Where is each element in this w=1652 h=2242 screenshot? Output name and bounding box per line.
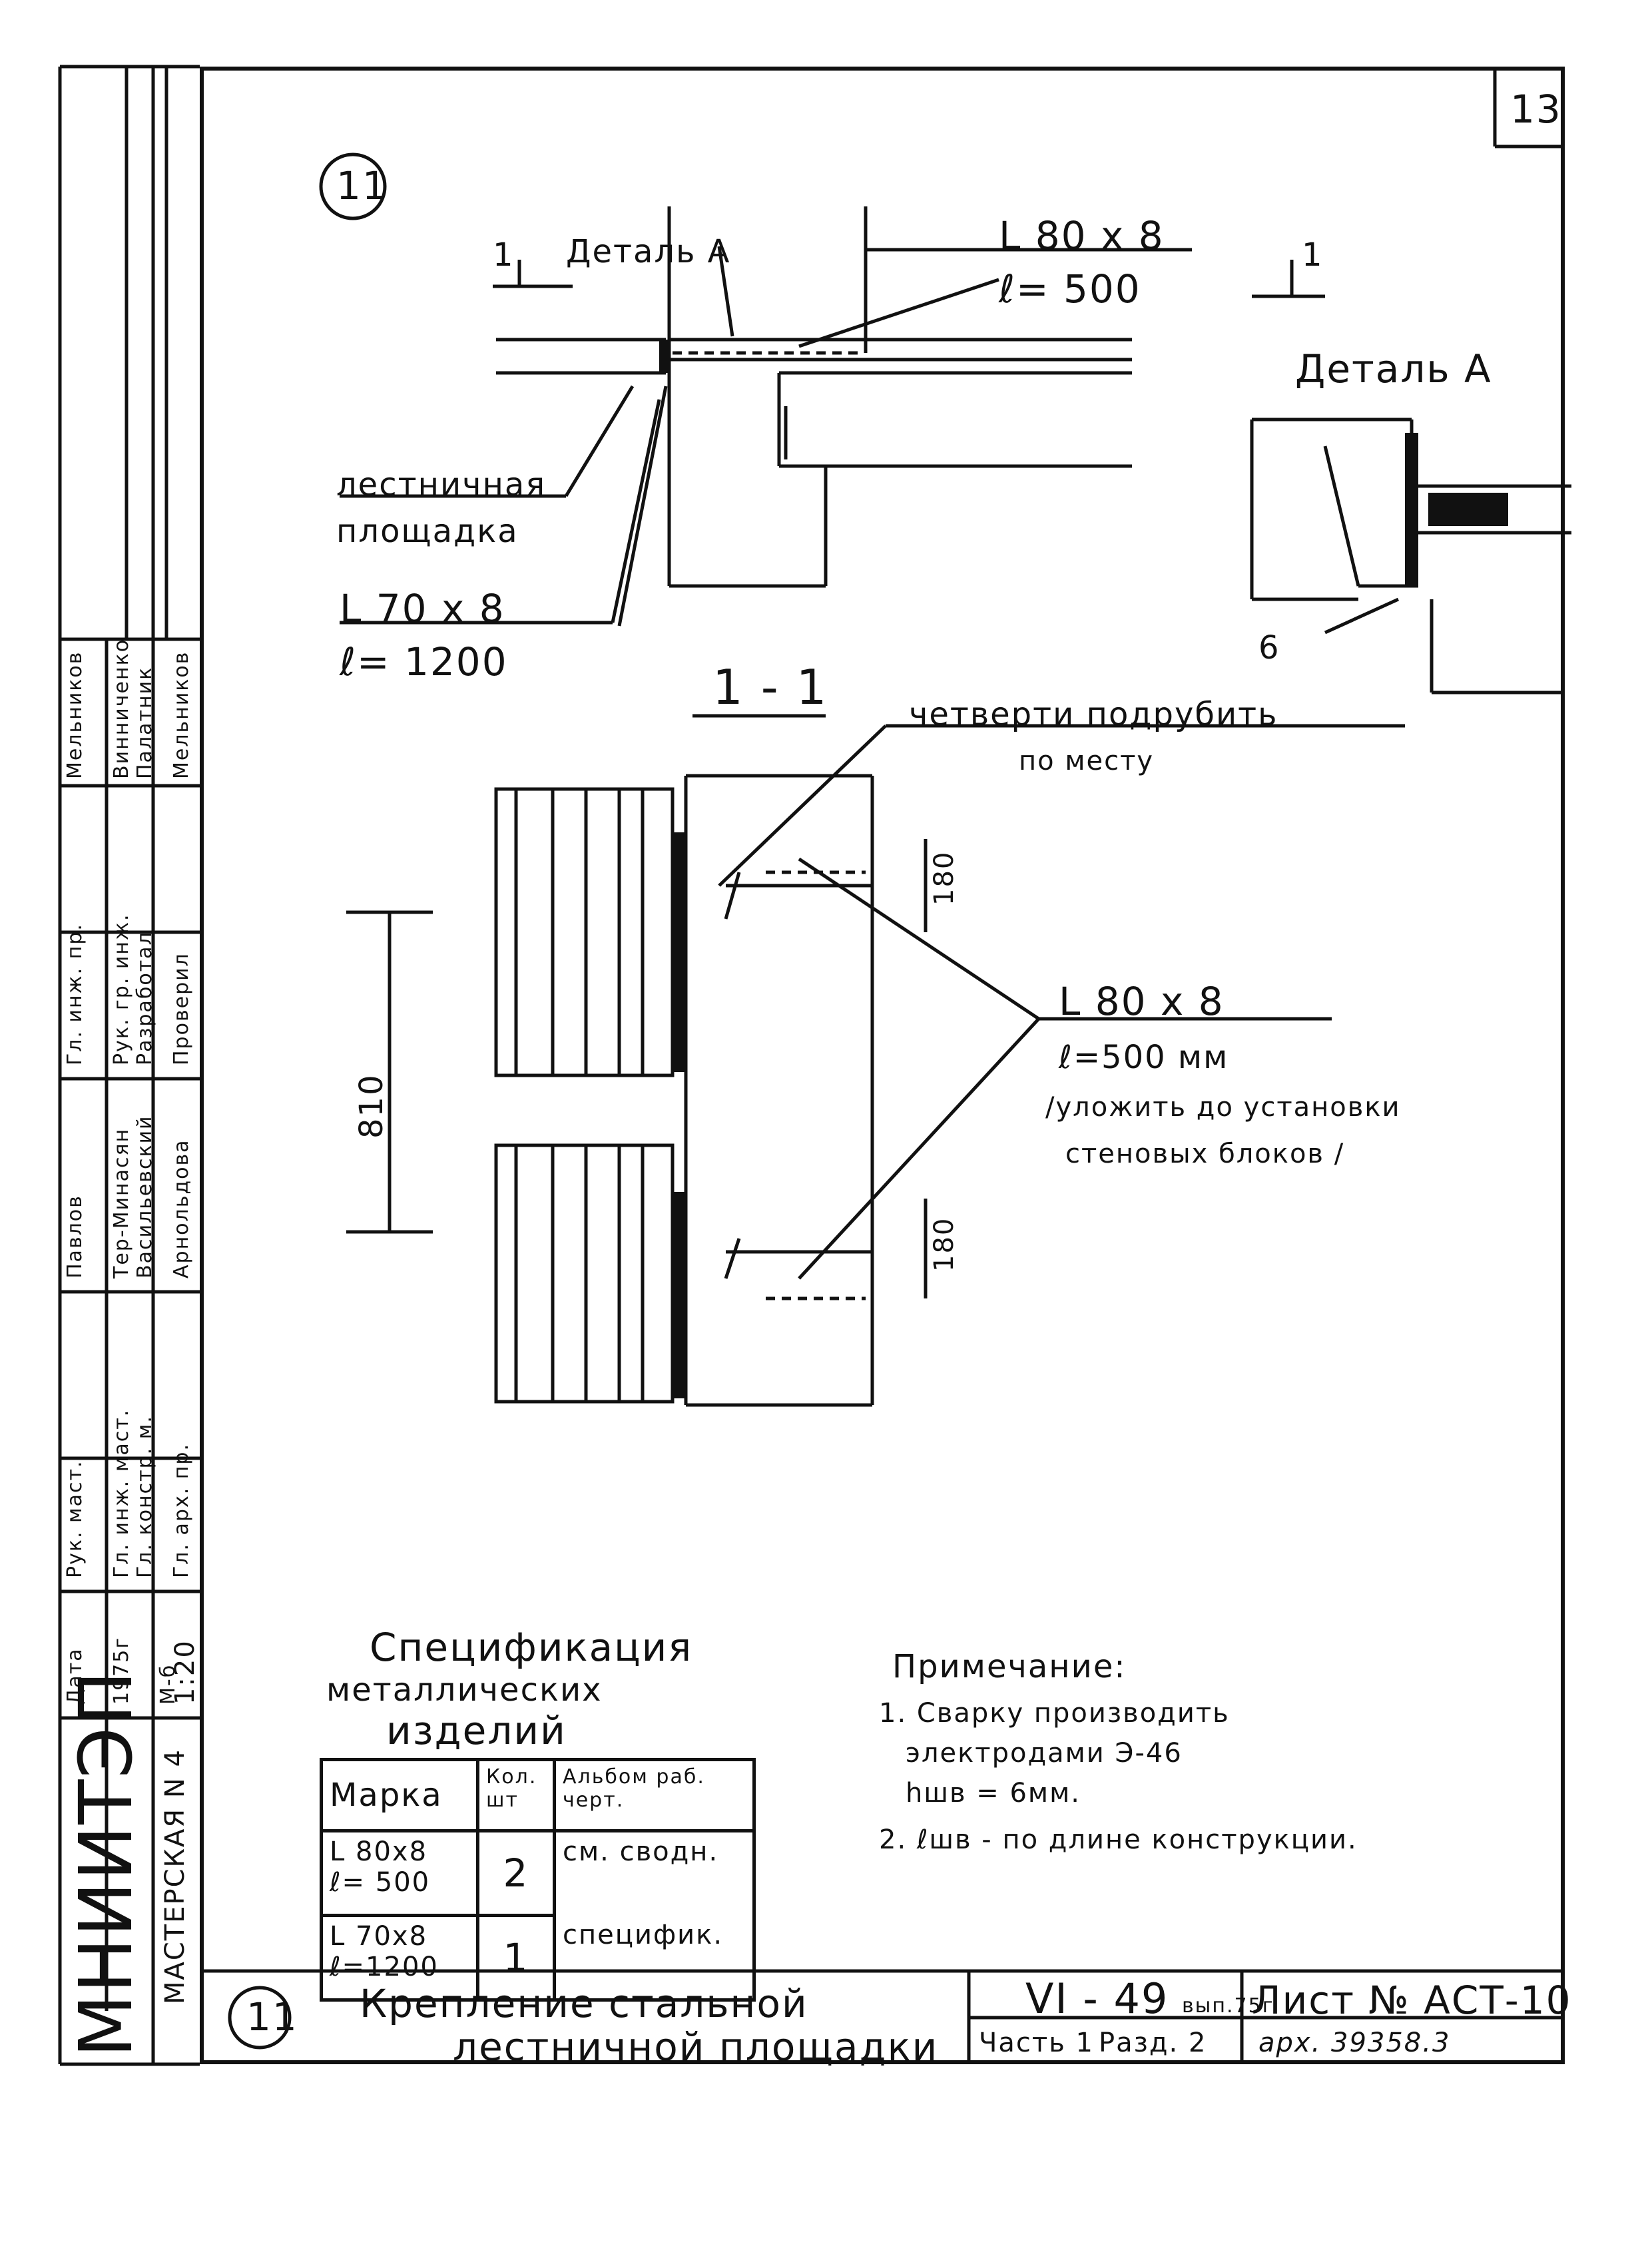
detail-a-callout: Деталь А <box>566 233 731 270</box>
stamp-name-4: Арнольдова <box>170 1139 193 1278</box>
install-note-line1: /уложить до установки <box>1045 1092 1401 1123</box>
dimension-bottom-180: 180 <box>929 1217 960 1272</box>
section-note-line2: по месту <box>1019 746 1155 776</box>
spec-row1-mark-profile: L 80x8 <box>330 1836 428 1867</box>
page-number: 13 <box>1510 87 1562 132</box>
series-suffix: вып.75г <box>1182 1994 1274 2018</box>
spec-title-line2: металлических <box>326 1671 603 1709</box>
plan-angle-bottom: L 70 x 8 <box>340 586 505 631</box>
plan-cut-marker-left: 1 <box>493 236 515 274</box>
title-detail-number: 11 <box>246 1994 298 2040</box>
install-note-line2: стеновых блоков / <box>1065 1139 1345 1169</box>
table-row: L 80x8 ℓ= 500 2 см. сводн. <box>320 1829 756 1917</box>
stamp-name-6: Винниченко <box>110 638 133 779</box>
archive-number: арх. 39358.3 <box>1258 2028 1451 2058</box>
series-code: VI - 49 <box>1025 1974 1169 2023</box>
stamp-role-6: Рук. гр. инж. <box>110 913 133 1065</box>
stamp-name-5: Мельников <box>63 651 87 779</box>
detail-number: 11 <box>336 163 388 208</box>
stamp-name-7: Палатник <box>133 666 156 779</box>
stamp-date: 1975г <box>110 1636 133 1705</box>
dimension-height-810: 810 <box>353 1073 390 1139</box>
stamp-role-7: Разработал <box>133 931 156 1065</box>
stamp-name-3: Васильевский <box>133 1115 156 1278</box>
note-1-line2: электродами Э-46 <box>906 1738 1183 1769</box>
notes-title: Примечание: <box>892 1648 1127 1685</box>
stamp-role-5: Гл. инж. пр. <box>63 923 87 1065</box>
drawing-frame <box>200 67 1565 2064</box>
stamp-role-2: Гл. инж. маст. <box>110 1408 133 1578</box>
spec-header-mark: Марка <box>320 1758 479 1832</box>
sheet-number: Лист № АСТ-10 <box>1252 1978 1572 2023</box>
plan-cut-marker-right: 1 <box>1302 236 1324 274</box>
note-1-line3: hшв = 6мм. <box>906 1778 1081 1809</box>
spec-row1-mark: L 80x8 ℓ= 500 <box>320 1829 479 1917</box>
stamp-scale: 1:20 <box>170 1639 200 1705</box>
section-number: Разд. 2 <box>1099 2028 1207 2058</box>
spec-row2-qty: 1 <box>476 1914 556 2002</box>
spec-table: Марка Кол. шт Альбом раб. черт. L 80x8 ℓ… <box>320 1758 756 2002</box>
stamp-date-label: Дата <box>63 1647 87 1705</box>
spec-title-line3: изделий <box>386 1708 567 1753</box>
spec-header-row: Марка Кол. шт Альбом раб. черт. <box>320 1758 756 1832</box>
detail-a-weld-size: 6 <box>1258 629 1280 667</box>
section-note-line1: четверти подрубить <box>909 696 1278 733</box>
landing-label-line2: площадка <box>336 513 519 550</box>
spec-row2-mark: L 70x8 ℓ=1200 <box>320 1914 479 2002</box>
landing-label-line1: лестничная <box>336 466 547 503</box>
dimension-top-180: 180 <box>929 850 960 906</box>
note-1-line1: 1. Сварку производить <box>879 1698 1230 1729</box>
spec-row1-mark-length: ℓ= 500 <box>330 1867 431 1898</box>
detail-a-title: Деталь А <box>1295 346 1492 392</box>
plan-angle-top-length: ℓ= 500 <box>999 266 1141 312</box>
stamp-name-8: Мельников <box>170 651 193 779</box>
stamp-name-2: Тер-Минасян <box>110 1127 133 1278</box>
section-angle: L 80 x 8 <box>1059 979 1225 1024</box>
spec-header-qty: Кол. шт <box>476 1758 556 1832</box>
stamp-role-3: Гл. констр. м. <box>133 1415 156 1578</box>
spec-row2-mark-length: ℓ=1200 <box>330 1952 439 1982</box>
table-row: L 70x8 ℓ=1200 1 специфик. <box>320 1914 756 2002</box>
spec-row2-album: специфик. <box>553 1915 756 2002</box>
plan-angle-top: L 80 x 8 <box>999 213 1165 258</box>
section-title: 1 - 1 <box>712 659 828 715</box>
drawing-title-line2: лестничной площадки <box>453 2024 939 2070</box>
section-angle-length: ℓ=500 мм <box>1059 1039 1229 1076</box>
note-2: 2. ℓшв - по длине конструкции. <box>879 1824 1358 1855</box>
spec-row2-mark-profile: L 70x8 <box>330 1921 428 1952</box>
spec-row1-qty: 2 <box>476 1829 556 1917</box>
org-logo: МНИИТЭП <box>63 1669 148 2058</box>
stamp-role-1: Рук. маст. <box>63 1460 87 1578</box>
drawing-title-line1: Крепление стальной <box>360 1981 808 2026</box>
spec-title-line1: Спецификация <box>370 1625 693 1670</box>
stamp-role-8: Проверил <box>170 952 193 1065</box>
workshop-label: МАСТЕРСКАЯ N 4 <box>160 1749 190 2004</box>
plan-angle-bottom-length: ℓ= 1200 <box>340 639 508 685</box>
stamp-role-4: Гл. арх. пр. <box>170 1443 193 1578</box>
spec-row1-album: см. сводн. <box>553 1829 756 1916</box>
spec-header-album: Альбом раб. черт. <box>553 1758 756 1832</box>
stamp-name-1: Павлов <box>63 1195 87 1278</box>
part-number: Часть 1 <box>979 2028 1094 2058</box>
